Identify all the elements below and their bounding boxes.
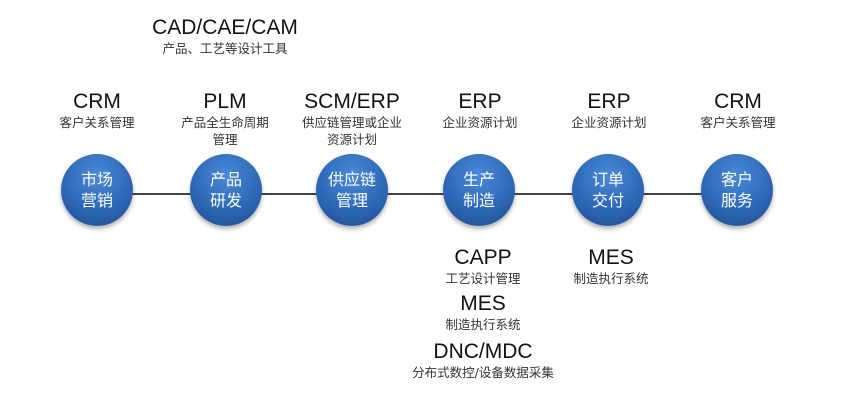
node-label: 订单交付 bbox=[591, 170, 624, 210]
label-title: CRM bbox=[73, 90, 121, 113]
node-rd: 产品研发 bbox=[190, 154, 262, 226]
label-title: MES bbox=[460, 292, 506, 315]
label-title: CAD/CAE/CAM bbox=[152, 16, 298, 39]
node-label: 生产制造 bbox=[462, 170, 495, 210]
label-subtitle: 企业资源计划 bbox=[571, 115, 647, 130]
label-subtitle: 工艺设计管理 bbox=[445, 271, 521, 286]
lower-label-dnc-mdc: DNC/MDC 分布式数控/设备数据采集 bbox=[412, 340, 554, 381]
label-subtitle: 供应链管理或企业资源计划 bbox=[301, 115, 402, 147]
node-delivery: 订单交付 bbox=[572, 154, 644, 226]
label-subtitle: 制造执行系统 bbox=[445, 317, 521, 332]
lower-label-delivery-mes: MES 制造执行系统 bbox=[573, 246, 648, 287]
node-label: 供应链管理 bbox=[328, 170, 377, 210]
label-title: ERP bbox=[587, 90, 631, 113]
lower-label-capp: CAPP 工艺设计管理 bbox=[445, 246, 520, 287]
label-subtitle: 分布式数控/设备数据采集 bbox=[412, 365, 554, 380]
process-line bbox=[97, 193, 737, 195]
upper-label-6: CRM 客户关系管理 bbox=[700, 90, 775, 131]
cad-cae-cam-label: CAD/CAE/CAM 产品、工艺等设计工具 bbox=[152, 16, 298, 57]
label-title: SCM/ERP bbox=[304, 90, 400, 113]
label-subtitle: 产品全生命周期管理 bbox=[181, 115, 269, 147]
lower-label-mes: MES 制造执行系统 bbox=[445, 292, 520, 333]
node-service: 客户服务 bbox=[701, 154, 773, 226]
upper-label-4: ERP 企业资源计划 bbox=[442, 90, 517, 131]
node-supply-chain: 供应链管理 bbox=[316, 154, 388, 226]
node-label: 客户服务 bbox=[720, 170, 753, 210]
label-subtitle: 制造执行系统 bbox=[573, 271, 649, 286]
label-subtitle: 客户关系管理 bbox=[59, 115, 135, 130]
label-title: PLM bbox=[203, 90, 247, 113]
node-production: 生产制造 bbox=[443, 154, 515, 226]
label-subtitle: 产品、工艺等设计工具 bbox=[162, 41, 288, 56]
node-label: 产品研发 bbox=[209, 170, 242, 210]
node-marketing: 市场营销 bbox=[61, 154, 133, 226]
label-title: CRM bbox=[714, 90, 762, 113]
label-title: ERP bbox=[458, 90, 502, 113]
label-title: DNC/MDC bbox=[433, 340, 533, 363]
node-label: 市场营销 bbox=[80, 170, 113, 210]
upper-label-5: ERP 企业资源计划 bbox=[571, 90, 646, 131]
upper-label-2: PLM 产品全生命周期管理 bbox=[179, 90, 271, 148]
upper-label-1: CRM 客户关系管理 bbox=[59, 90, 134, 131]
label-title: CAPP bbox=[454, 246, 512, 269]
label-title: MES bbox=[588, 246, 634, 269]
label-subtitle: 客户关系管理 bbox=[700, 115, 776, 130]
upper-label-3: SCM/ERP 供应链管理或企业资源计划 bbox=[300, 90, 404, 148]
label-subtitle: 企业资源计划 bbox=[442, 115, 518, 130]
